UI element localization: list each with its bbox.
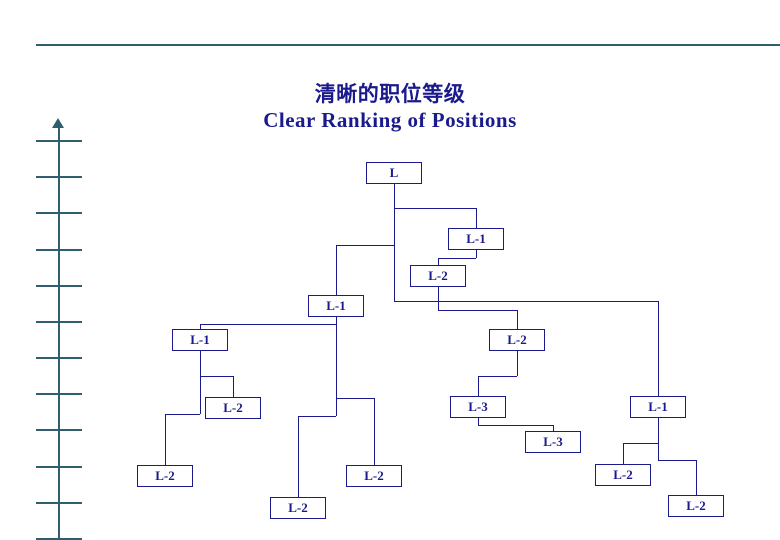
connector-line	[336, 245, 394, 246]
org-node-n8[interactable]: L-3	[450, 396, 506, 418]
axis-tick	[36, 465, 82, 468]
connector-line	[165, 414, 200, 415]
connector-line	[298, 416, 299, 497]
connector-line	[438, 287, 439, 310]
org-node-n10[interactable]: L-3	[525, 431, 581, 453]
axis-tick	[36, 212, 82, 215]
connector-line	[374, 398, 375, 465]
connector-line	[438, 310, 517, 311]
connector-line	[478, 418, 479, 425]
connector-line	[200, 376, 233, 377]
org-node-n14[interactable]: L-2	[270, 497, 326, 519]
axis-tick	[36, 320, 82, 323]
axis-tick	[36, 393, 82, 396]
axis-tick	[36, 176, 82, 179]
org-node-n6[interactable]: L-2	[489, 329, 545, 351]
connector-line	[438, 258, 439, 265]
header-divider	[36, 44, 780, 46]
connector-line	[336, 398, 374, 399]
org-node-n4[interactable]: L-1	[308, 295, 364, 317]
connector-line	[623, 443, 658, 444]
connector-line	[478, 376, 517, 377]
connector-line	[658, 301, 659, 396]
connector-line	[476, 250, 477, 258]
axis-tick	[36, 248, 82, 251]
axis-tick	[36, 357, 82, 360]
axis-arrow-icon	[52, 118, 64, 128]
connector-line	[233, 376, 234, 397]
org-node-n5[interactable]: L-1	[172, 329, 228, 351]
axis-tick	[36, 538, 82, 540]
org-node-n15[interactable]: L-2	[668, 495, 724, 517]
connector-line	[476, 208, 477, 228]
connector-line	[696, 460, 697, 495]
vertical-axis-line	[58, 126, 60, 540]
title-english: Clear Ranking of Positions	[263, 108, 517, 132]
axis-tick	[36, 140, 82, 142]
connector-line	[438, 258, 476, 259]
org-node-n11[interactable]: L-2	[137, 465, 193, 487]
connector-line	[623, 443, 624, 464]
org-node-n3[interactable]: L-2	[410, 265, 466, 287]
title-chinese: 清晰的职位等级	[314, 82, 466, 106]
axis-tick	[36, 429, 82, 432]
connector-line	[517, 351, 518, 376]
connector-line	[394, 208, 476, 209]
org-node-n1[interactable]: L	[366, 162, 422, 184]
axis-tick	[36, 501, 82, 504]
connector-line	[298, 416, 336, 417]
connector-line	[553, 425, 554, 431]
connector-line	[478, 376, 479, 396]
connector-line	[200, 324, 336, 325]
org-node-n12[interactable]: L-2	[346, 465, 402, 487]
connector-line	[478, 425, 553, 426]
connector-line	[394, 184, 395, 301]
org-node-n7[interactable]: L-2	[205, 397, 261, 419]
axis-tick	[36, 284, 82, 287]
connector-line	[200, 351, 201, 414]
connector-line	[394, 301, 658, 302]
connector-line	[517, 310, 518, 329]
org-node-n9[interactable]: L-1	[630, 396, 686, 418]
connector-line	[165, 414, 166, 465]
connector-line	[336, 317, 337, 416]
connector-line	[336, 245, 337, 295]
connector-line	[200, 324, 201, 329]
org-node-n13[interactable]: L-2	[595, 464, 651, 486]
connector-line	[658, 418, 659, 460]
connector-line	[658, 460, 696, 461]
org-node-n2[interactable]: L-1	[448, 228, 504, 250]
